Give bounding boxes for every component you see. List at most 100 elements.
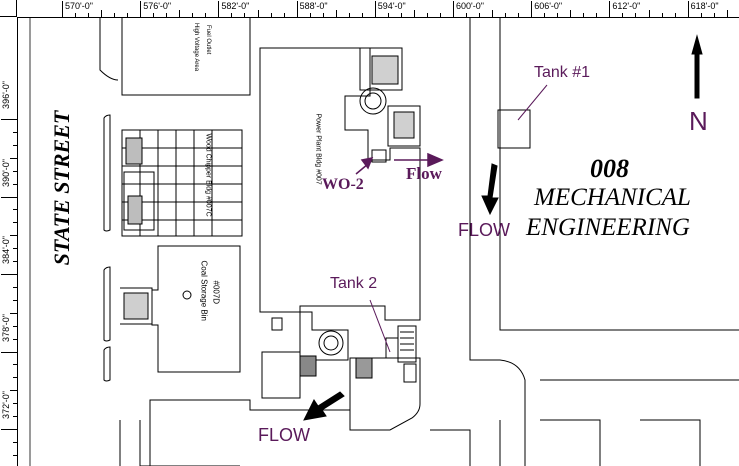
ruler-x-minor-tick bbox=[322, 13, 324, 17]
ruler-y-major-tick bbox=[1, 119, 17, 120]
ruler-y-minor-tick bbox=[10, 312, 17, 314]
ruler-y-minor-tick bbox=[13, 338, 17, 340]
flow-southwest-arrow bbox=[303, 391, 345, 421]
tank1-leader bbox=[517, 84, 548, 121]
ruler-x-tick-label: 594'-0" bbox=[377, 1, 406, 11]
ruler-x-minor-tick bbox=[75, 13, 77, 17]
flow-bottom-label: FLOW bbox=[258, 425, 310, 445]
ruler-x-tick-label: 576'-0" bbox=[143, 1, 172, 11]
ruler-x-major-tick bbox=[687, 1, 689, 17]
ruler-x-minor-tick bbox=[557, 13, 559, 17]
coal-storage-building bbox=[120, 245, 241, 373]
wood-chipper-building bbox=[121, 129, 243, 237]
ruler-x-minor-tick bbox=[700, 13, 702, 17]
ruler-y-tick-label: 396'-0" bbox=[1, 81, 11, 109]
ruler-x-minor-tick bbox=[387, 13, 389, 17]
ruler-x-minor-tick bbox=[518, 13, 520, 17]
site-plan-canvas[interactable] bbox=[18, 18, 739, 466]
ruler-y-major-tick bbox=[1, 429, 17, 430]
ruler-x-minor-tick bbox=[88, 13, 90, 17]
ruler-x-minor-tick bbox=[309, 13, 311, 17]
coal-storage-label-2: Coal Storage Bin bbox=[199, 260, 209, 321]
ruler-y-minor-tick bbox=[13, 364, 17, 366]
ruler-x-tick-label: 612'-0" bbox=[612, 1, 641, 11]
ruler-x-minor-tick bbox=[439, 13, 441, 17]
ruler-x-minor-tick bbox=[492, 10, 494, 17]
ruler-y-minor-tick bbox=[13, 222, 17, 224]
ruler-y-minor-tick bbox=[10, 390, 17, 392]
ruler-y-minor-tick bbox=[13, 209, 17, 211]
ruler-x-tick-label: 570'-0" bbox=[65, 1, 93, 11]
ruler-x-minor-tick bbox=[114, 13, 116, 17]
ruler-x-minor-tick bbox=[127, 13, 129, 17]
ruler-x-minor-tick bbox=[479, 13, 481, 17]
ruler-y-minor-tick bbox=[13, 403, 17, 405]
ruler-x-tick-label: 600'-0" bbox=[456, 1, 484, 11]
ruler-y-tick-label: 378'-0" bbox=[1, 313, 11, 342]
fuel-outlet-label-2: High Voltage Area bbox=[193, 23, 199, 72]
building-name-line1: MECHANICAL bbox=[534, 184, 691, 211]
ruler-x-tick-label: 618'-0" bbox=[690, 1, 719, 11]
building-number: 008 bbox=[590, 154, 629, 183]
ruler-x-minor-tick bbox=[361, 13, 363, 17]
ruler-x-minor-tick bbox=[413, 10, 415, 17]
ruler-x-minor-tick bbox=[622, 13, 624, 17]
ruler-x-major-tick bbox=[62, 1, 63, 17]
ruler-x-minor-tick bbox=[505, 13, 507, 17]
building-name-line2: ENGINEERING bbox=[526, 214, 690, 241]
ruler-x-minor-tick bbox=[179, 10, 181, 17]
ruler-x-minor-tick bbox=[244, 13, 246, 17]
ruler-x-minor-tick bbox=[166, 13, 168, 17]
ruler-x-major-tick bbox=[374, 1, 376, 17]
ruler-corner bbox=[0, 0, 17, 17]
north-label: N bbox=[689, 106, 708, 136]
power-plant-building bbox=[259, 47, 421, 321]
ruler-x-minor-tick bbox=[570, 10, 572, 17]
ruler-y-tick-label: 384'-0" bbox=[1, 236, 11, 264]
ruler-x-minor-tick bbox=[101, 10, 103, 17]
ruler-x-minor-tick bbox=[648, 10, 650, 17]
ruler-y-tick-label: 372'-0" bbox=[1, 391, 11, 419]
ruler-x-tick-label: 582'-0" bbox=[221, 1, 250, 11]
ruler-y-minor-tick bbox=[13, 377, 17, 379]
horizontal-ruler[interactable]: 570'-0" 576'-0" 582'-0" 588'-0" 594'-0" 600'-… bbox=[0, 0, 739, 18]
ruler-x-minor-tick bbox=[674, 13, 676, 17]
ruler-y-major-tick bbox=[1, 196, 17, 198]
ruler-y-minor-tick bbox=[13, 144, 17, 146]
street-label: STATE STREET bbox=[49, 110, 74, 266]
fuel-outlet-building bbox=[121, 18, 251, 96]
ruler-x-major-tick bbox=[531, 1, 533, 17]
ruler-x-major-tick bbox=[453, 1, 454, 17]
ruler-x-tick-label: 588'-0" bbox=[299, 1, 328, 11]
flow-south-arrow bbox=[481, 163, 499, 216]
ruler-x-minor-tick bbox=[192, 13, 194, 17]
ruler-y-tick-label: 390'-0" bbox=[1, 158, 11, 187]
ruler-y-minor-tick bbox=[13, 261, 17, 263]
north-arrow bbox=[691, 34, 703, 99]
flow-east-arrowhead bbox=[427, 152, 444, 168]
ruler-y-major-tick bbox=[1, 351, 17, 353]
ruler-x-minor-tick bbox=[400, 13, 402, 17]
ruler-y-minor-tick bbox=[10, 157, 17, 159]
vertical-ruler[interactable]: 396'-0" 390'-0" 384'-0" 378'-0" 372'-0" bbox=[0, 17, 18, 466]
ruler-y-minor-tick bbox=[13, 416, 17, 418]
ruler-x-minor-tick bbox=[257, 10, 259, 17]
tank2-leader bbox=[369, 299, 391, 353]
ruler-x-minor-tick bbox=[583, 13, 585, 17]
ruler-x-minor-tick bbox=[726, 10, 728, 17]
wood-chipper-label: Wood Chipper Bldg #007C bbox=[204, 133, 212, 217]
ruler-y-major-tick bbox=[1, 274, 17, 275]
ruler-y-minor-tick bbox=[13, 299, 17, 301]
wo2-label: WO-2 bbox=[322, 176, 364, 193]
ruler-x-major-tick bbox=[140, 1, 142, 17]
ruler-x-minor-tick bbox=[231, 13, 233, 17]
ruler-y-minor-tick bbox=[10, 235, 17, 237]
ruler-y-minor-tick bbox=[13, 170, 17, 172]
ruler-x-minor-tick bbox=[661, 13, 663, 17]
ruler-x-minor-tick bbox=[466, 13, 468, 17]
ruler-y-minor-tick bbox=[13, 441, 17, 443]
wo2-arrowhead bbox=[360, 156, 374, 170]
ruler-y-minor-tick bbox=[13, 325, 17, 327]
ruler-x-minor-tick bbox=[713, 13, 715, 17]
